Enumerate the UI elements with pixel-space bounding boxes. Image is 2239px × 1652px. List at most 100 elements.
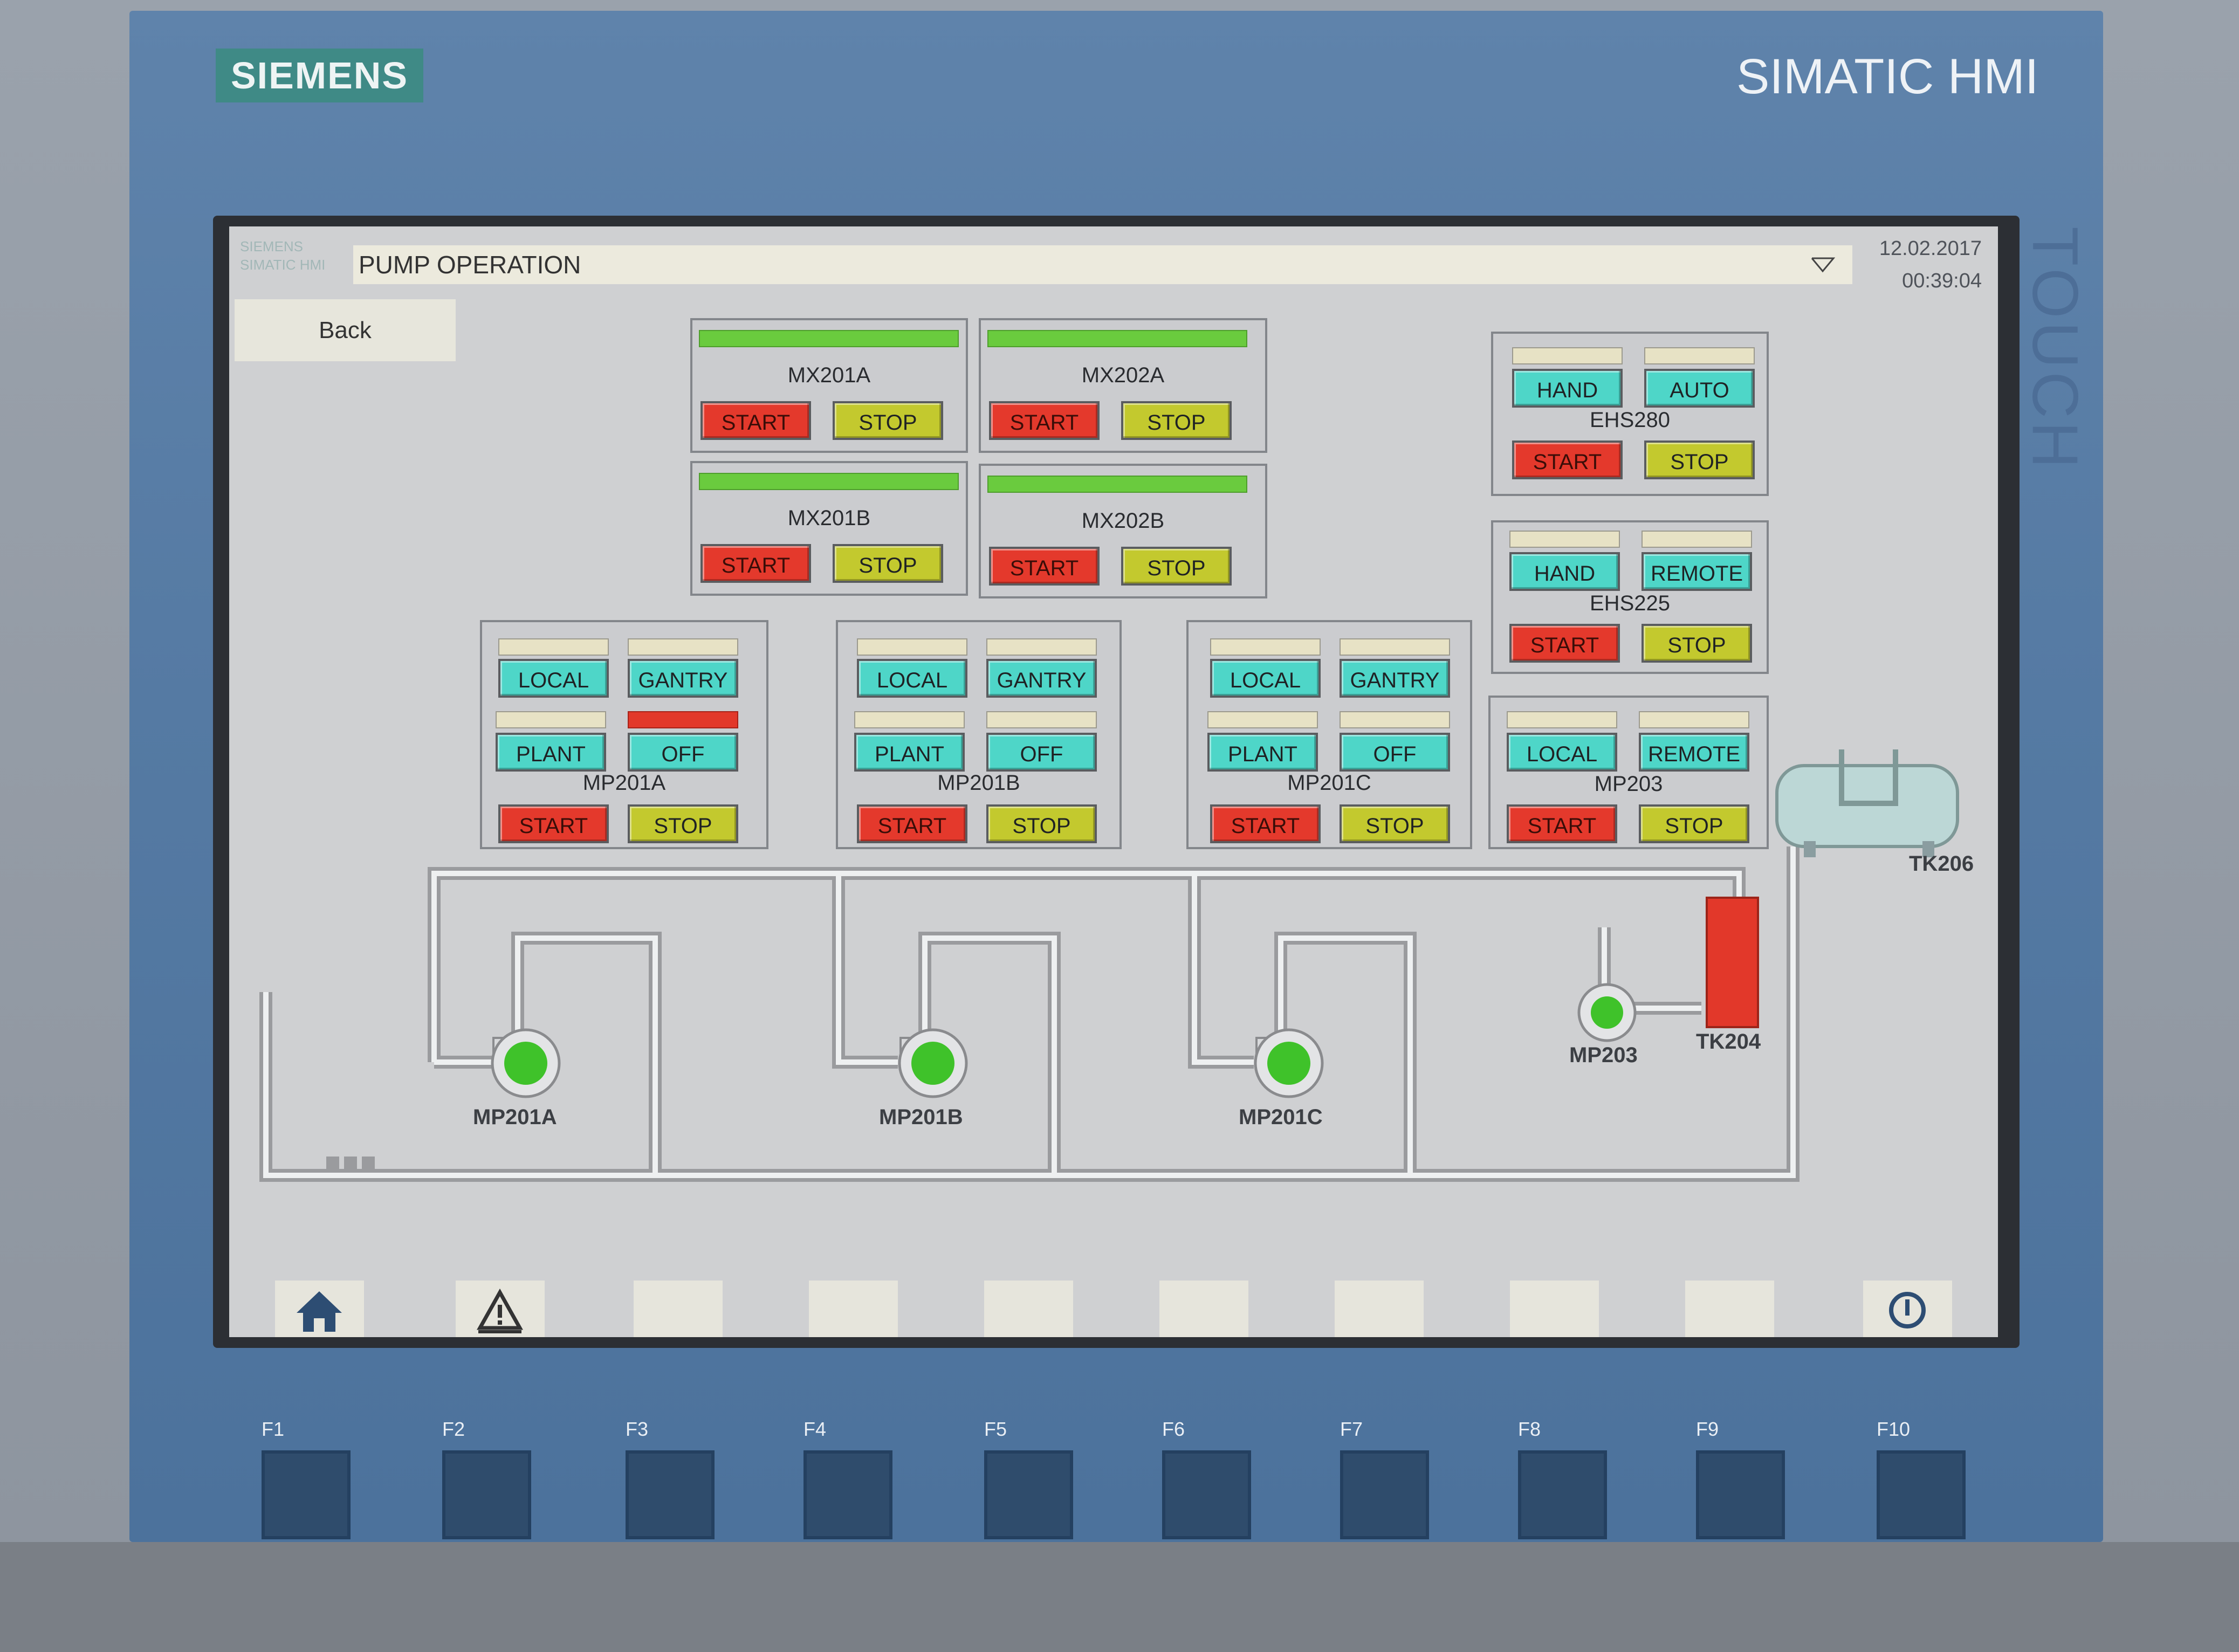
heater-ehs280-panel: HAND AUTO EHS280 START STOP: [1491, 332, 1769, 496]
mp201c-plant-button[interactable]: PLANT: [1207, 733, 1318, 772]
f10-key[interactable]: [1877, 1450, 1966, 1539]
mixer-name: MX201B: [787, 506, 871, 530]
f3-label: F3: [626, 1418, 649, 1440]
f9-key[interactable]: [1696, 1450, 1785, 1539]
gantry-lamp: [1340, 638, 1450, 656]
gantry-lamp: [986, 638, 1097, 656]
mx202b-stop-button[interactable]: STOP: [1121, 547, 1232, 586]
f6-key[interactable]: [1162, 1450, 1251, 1539]
mp201c-start-button[interactable]: START: [1210, 804, 1321, 843]
f5-key[interactable]: [984, 1450, 1073, 1539]
mp203-stop-button[interactable]: STOP: [1639, 804, 1749, 843]
info-softkey[interactable]: [1863, 1281, 1952, 1337]
ehs225-stop-button[interactable]: STOP: [1642, 624, 1752, 663]
time-display: 00:39:04: [1902, 270, 1982, 292]
mp201a-stop-button[interactable]: STOP: [628, 804, 738, 843]
f4-key[interactable]: [803, 1450, 892, 1539]
f9-label: F9: [1696, 1418, 1719, 1440]
pump-name: MP201B: [937, 771, 1020, 795]
mx202b-start-button[interactable]: START: [989, 547, 1100, 586]
mp203-remote-button[interactable]: REMOTE: [1639, 733, 1749, 772]
mixer-mx202b-panel: MX202B START STOP: [979, 464, 1267, 598]
pump-name: MP201C: [1287, 771, 1371, 795]
chevron-down-icon[interactable]: [1809, 254, 1836, 276]
pump-mp203-panel: LOCAL REMOTE MP203 START STOP: [1488, 696, 1769, 849]
softkey-6[interactable]: [1159, 1281, 1248, 1337]
mp201c-off-button[interactable]: OFF: [1340, 733, 1450, 772]
mp201b-off-button[interactable]: OFF: [986, 733, 1097, 772]
siemens-logo: SIEMENS: [216, 49, 423, 102]
mp201a-off-button[interactable]: OFF: [628, 733, 738, 772]
back-button[interactable]: Back: [235, 299, 456, 361]
mp201a-gantry-button[interactable]: GANTRY: [628, 659, 738, 698]
heater-name: EHS225: [1590, 591, 1670, 615]
f1-key[interactable]: [262, 1450, 351, 1539]
mp201a-local-button[interactable]: LOCAL: [498, 659, 609, 698]
ehs280-start-button[interactable]: START: [1512, 440, 1623, 479]
softkey-3[interactable]: [634, 1281, 723, 1337]
hand-lamp: [1512, 347, 1623, 364]
f7-key[interactable]: [1340, 1450, 1429, 1539]
mp201b-local-button[interactable]: LOCAL: [857, 659, 967, 698]
ehs225-remote-button[interactable]: REMOTE: [1642, 552, 1752, 591]
ehs280-stop-button[interactable]: STOP: [1644, 440, 1755, 479]
hmi-screen: SIEMENS SIMATIC HMI PUMP OPERATION 12.02…: [229, 226, 1998, 1337]
mp201b-plant-button[interactable]: PLANT: [854, 733, 965, 772]
mixer-run-lamp: [699, 473, 959, 490]
alarm-softkey[interactable]: [456, 1281, 545, 1337]
hand-lamp: [1509, 531, 1620, 548]
mp201a-start-button[interactable]: START: [498, 804, 609, 843]
mp201c-local-button[interactable]: LOCAL: [1210, 659, 1321, 698]
ehs225-start-button[interactable]: START: [1509, 624, 1620, 663]
mp201c-gantry-button[interactable]: GANTRY: [1340, 659, 1450, 698]
mx202a-stop-button[interactable]: STOP: [1121, 401, 1232, 440]
softkey-8[interactable]: [1510, 1281, 1599, 1337]
mp203-local-button[interactable]: LOCAL: [1507, 733, 1617, 772]
ehs225-hand-button[interactable]: HAND: [1509, 552, 1620, 591]
tag-mp201a: MP201A: [473, 1105, 557, 1129]
alarm-warning-icon: [477, 1288, 523, 1333]
mp203-start-button[interactable]: START: [1507, 804, 1617, 843]
f4-label: F4: [803, 1418, 827, 1440]
mixer-run-lamp: [987, 330, 1247, 347]
pipe-diagram: [259, 749, 1959, 1182]
mixer-mx202a-panel: MX202A START STOP: [979, 318, 1267, 453]
mp201c-stop-button[interactable]: STOP: [1340, 804, 1450, 843]
screen-selector[interactable]: PUMP OPERATION: [353, 245, 1852, 284]
ehs280-auto-button[interactable]: AUTO: [1644, 369, 1755, 408]
f3-key[interactable]: [626, 1450, 715, 1539]
mp201b-stop-button[interactable]: STOP: [986, 804, 1097, 843]
mixer-mx201a-panel: MX201A START STOP: [690, 318, 968, 453]
mx201a-stop-button[interactable]: STOP: [833, 401, 943, 440]
model-label: SIMATIC HMI: [1736, 49, 2039, 104]
mx202a-start-button[interactable]: START: [989, 401, 1100, 440]
mx201a-start-button[interactable]: START: [700, 401, 811, 440]
plant-lamp: [496, 711, 606, 728]
f2-key[interactable]: [442, 1450, 531, 1539]
mp201a-plant-button[interactable]: PLANT: [496, 733, 606, 772]
f8-label: F8: [1518, 1418, 1541, 1440]
f8-key[interactable]: [1518, 1450, 1607, 1539]
mp201b-gantry-button[interactable]: GANTRY: [986, 659, 1097, 698]
header-logo-brand: SIEMENS: [240, 238, 304, 254]
pump-mp201b-symbol: [898, 1028, 968, 1098]
pump-mp201a-symbol: [491, 1028, 561, 1098]
local-lamp: [1210, 638, 1321, 656]
f2-label: F2: [442, 1418, 465, 1440]
heater-ehs225-panel: HAND REMOTE EHS225 START STOP: [1491, 520, 1769, 674]
ehs280-hand-button[interactable]: HAND: [1512, 369, 1623, 408]
tag-tk206: TK206: [1909, 852, 1974, 876]
pump-mp201c-symbol: [1254, 1028, 1324, 1098]
home-softkey[interactable]: [275, 1281, 364, 1337]
tag-tk204: TK204: [1696, 1030, 1761, 1054]
mx201b-stop-button[interactable]: STOP: [833, 544, 943, 583]
mp201b-start-button[interactable]: START: [857, 804, 967, 843]
softkey-4[interactable]: [809, 1281, 898, 1337]
softkey-9[interactable]: [1685, 1281, 1774, 1337]
softkey-5[interactable]: [984, 1281, 1073, 1337]
softkey-7[interactable]: [1335, 1281, 1424, 1337]
mx201b-start-button[interactable]: START: [700, 544, 811, 583]
remote-lamp: [1639, 711, 1749, 728]
mixer-name: MX201A: [787, 363, 871, 387]
